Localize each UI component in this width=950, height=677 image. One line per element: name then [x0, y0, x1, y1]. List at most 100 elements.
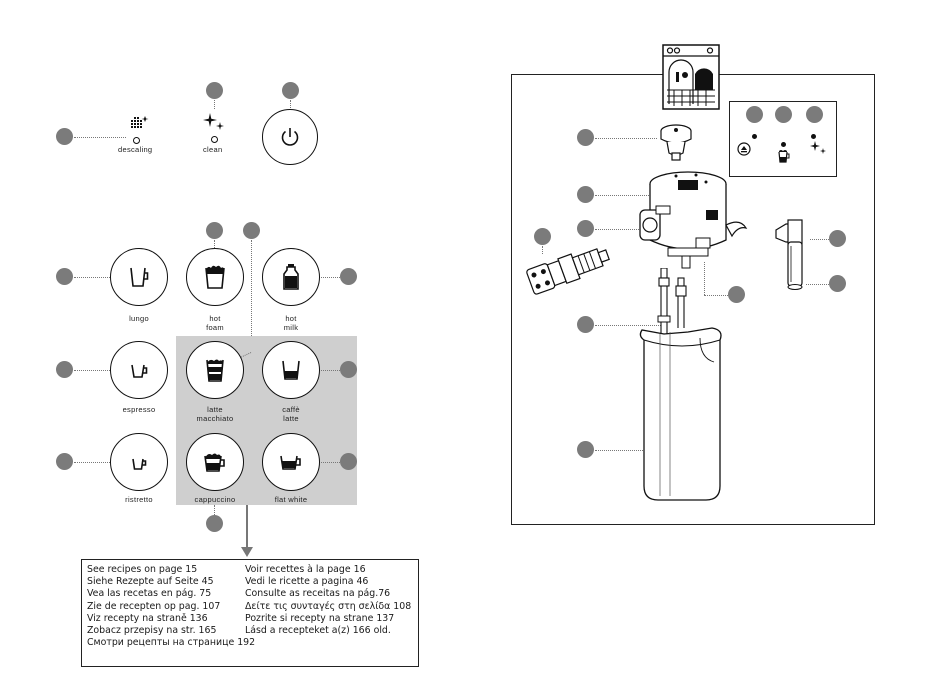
- callout-marker: [829, 275, 846, 292]
- leader-line: [214, 100, 215, 109]
- recipe-line: Vea las recetas en pág. 75: [87, 588, 212, 600]
- recipe-line: Δείτε τις συνταγές στη σελίδα 108: [245, 600, 412, 612]
- callout-marker: [577, 441, 594, 458]
- ristretto-button[interactable]: [110, 433, 168, 491]
- clean-sparkle-icon: [203, 113, 224, 130]
- callout-marker: [577, 129, 594, 146]
- ristretto-label: ristretto: [125, 495, 153, 504]
- leader-line: [214, 240, 215, 250]
- callout-marker: [340, 453, 357, 470]
- espresso-label: espresso: [122, 405, 156, 414]
- status-dot: [781, 142, 786, 147]
- callout-marker: [775, 106, 792, 123]
- arrow-line: [246, 505, 248, 549]
- milk-bottle-icon: [283, 264, 299, 290]
- callout-marker: [56, 268, 73, 285]
- cappuccino-icon: [204, 453, 225, 472]
- leader-line: [74, 277, 110, 278]
- descaling-label: descaling: [118, 145, 153, 154]
- leader-line: [74, 370, 110, 371]
- leader-line: [318, 277, 340, 278]
- milk-cup-icon: [778, 150, 790, 163]
- eject-icon: [737, 142, 751, 156]
- leader-line: [214, 505, 215, 515]
- leader-line: [542, 246, 543, 254]
- clean-sparkle-icon: [810, 141, 826, 154]
- clean-status-light: [211, 136, 218, 143]
- cappuccino-button[interactable]: [186, 433, 244, 491]
- status-dot: [811, 134, 816, 139]
- callout-marker: [577, 186, 594, 203]
- callout-marker: [206, 82, 223, 99]
- callout-marker: [577, 220, 594, 237]
- hot-foam-icon: [205, 265, 225, 289]
- recipes-reference-box: See recipes on page 15 Siehe Rezepte auf…: [81, 559, 419, 667]
- recipe-line: Siehe Rezepte auf Seite 45: [87, 576, 214, 588]
- lungo-label: lungo: [129, 314, 149, 323]
- caffe-latte-icon: [282, 360, 300, 380]
- leader-line: [595, 450, 665, 451]
- recipe-line: Zie de recepten op pag. 107: [87, 600, 221, 612]
- callout-marker: [243, 222, 260, 239]
- leader-line: [704, 262, 705, 295]
- flat-white-button[interactable]: [262, 433, 320, 491]
- recipe-line: Pozrite si recepty na strane 137: [245, 612, 395, 624]
- recipe-line: Смотри рецепты на странице 192: [87, 637, 256, 649]
- leader-line: [595, 229, 647, 230]
- recipe-line: Zobacz przepisy na str. 165: [87, 625, 217, 637]
- lungo-cup-icon: [130, 267, 149, 287]
- milk-container-part: [639, 327, 722, 501]
- cleaning-tool-part: [775, 219, 803, 290]
- recipes-column-right: Voir recettes à la page 16 Vedi le ricet…: [245, 564, 411, 637]
- callout-marker: [534, 228, 551, 245]
- power-icon: [281, 128, 299, 146]
- recipe-line: Lásd a recepteket a(z) 166 old.: [245, 625, 391, 637]
- leader-line: [74, 137, 126, 138]
- callout-marker: [56, 128, 73, 145]
- descaling-icon: [131, 116, 149, 128]
- leader-line: [251, 240, 252, 336]
- leader-line: [595, 195, 677, 196]
- caffe-latte-button[interactable]: [262, 341, 320, 399]
- latte-macchiato-button[interactable]: [186, 341, 244, 399]
- lungo-button[interactable]: [110, 248, 168, 306]
- status-dot: [752, 134, 757, 139]
- leader-line: [290, 100, 291, 108]
- callout-marker: [806, 106, 823, 123]
- cappuccino-label: cappuccino: [194, 495, 236, 504]
- recipe-line: Vedi le ricette a pagina 46: [245, 576, 369, 588]
- leader-line: [810, 239, 829, 240]
- hot-foam-button[interactable]: [186, 248, 244, 306]
- power-button[interactable]: [262, 109, 318, 165]
- callout-marker: [577, 316, 594, 333]
- callout-marker: [282, 82, 299, 99]
- callout-marker: [340, 361, 357, 378]
- milk-cap-part: [660, 124, 692, 161]
- callout-marker: [56, 361, 73, 378]
- callout-marker: [340, 268, 357, 285]
- callout-marker: [728, 286, 745, 303]
- recipe-line: Consulte as receitas na pág.76: [245, 588, 391, 600]
- flat-white-icon: [280, 455, 301, 470]
- leader-line: [704, 295, 728, 296]
- milk-module-part: [639, 171, 748, 269]
- callout-marker: [56, 453, 73, 470]
- callout-marker: [746, 106, 763, 123]
- flat-white-label: flat white: [274, 495, 308, 504]
- latte-macchiato-icon: [206, 359, 224, 382]
- hot-milk-button[interactable]: [262, 248, 320, 306]
- callout-marker: [206, 222, 223, 239]
- dishwasher-safe-icon: [662, 44, 720, 110]
- callout-marker: [829, 230, 846, 247]
- recipes-column-left: See recipes on page 15 Siehe Rezepte auf…: [87, 564, 255, 649]
- callout-marker: [206, 515, 223, 532]
- descaling-status-light: [133, 137, 140, 144]
- frother-part: [526, 248, 610, 295]
- recipe-line: Voir recettes à la page 16: [245, 564, 366, 575]
- ristretto-cup-icon: [132, 458, 147, 470]
- espresso-button[interactable]: [110, 341, 168, 399]
